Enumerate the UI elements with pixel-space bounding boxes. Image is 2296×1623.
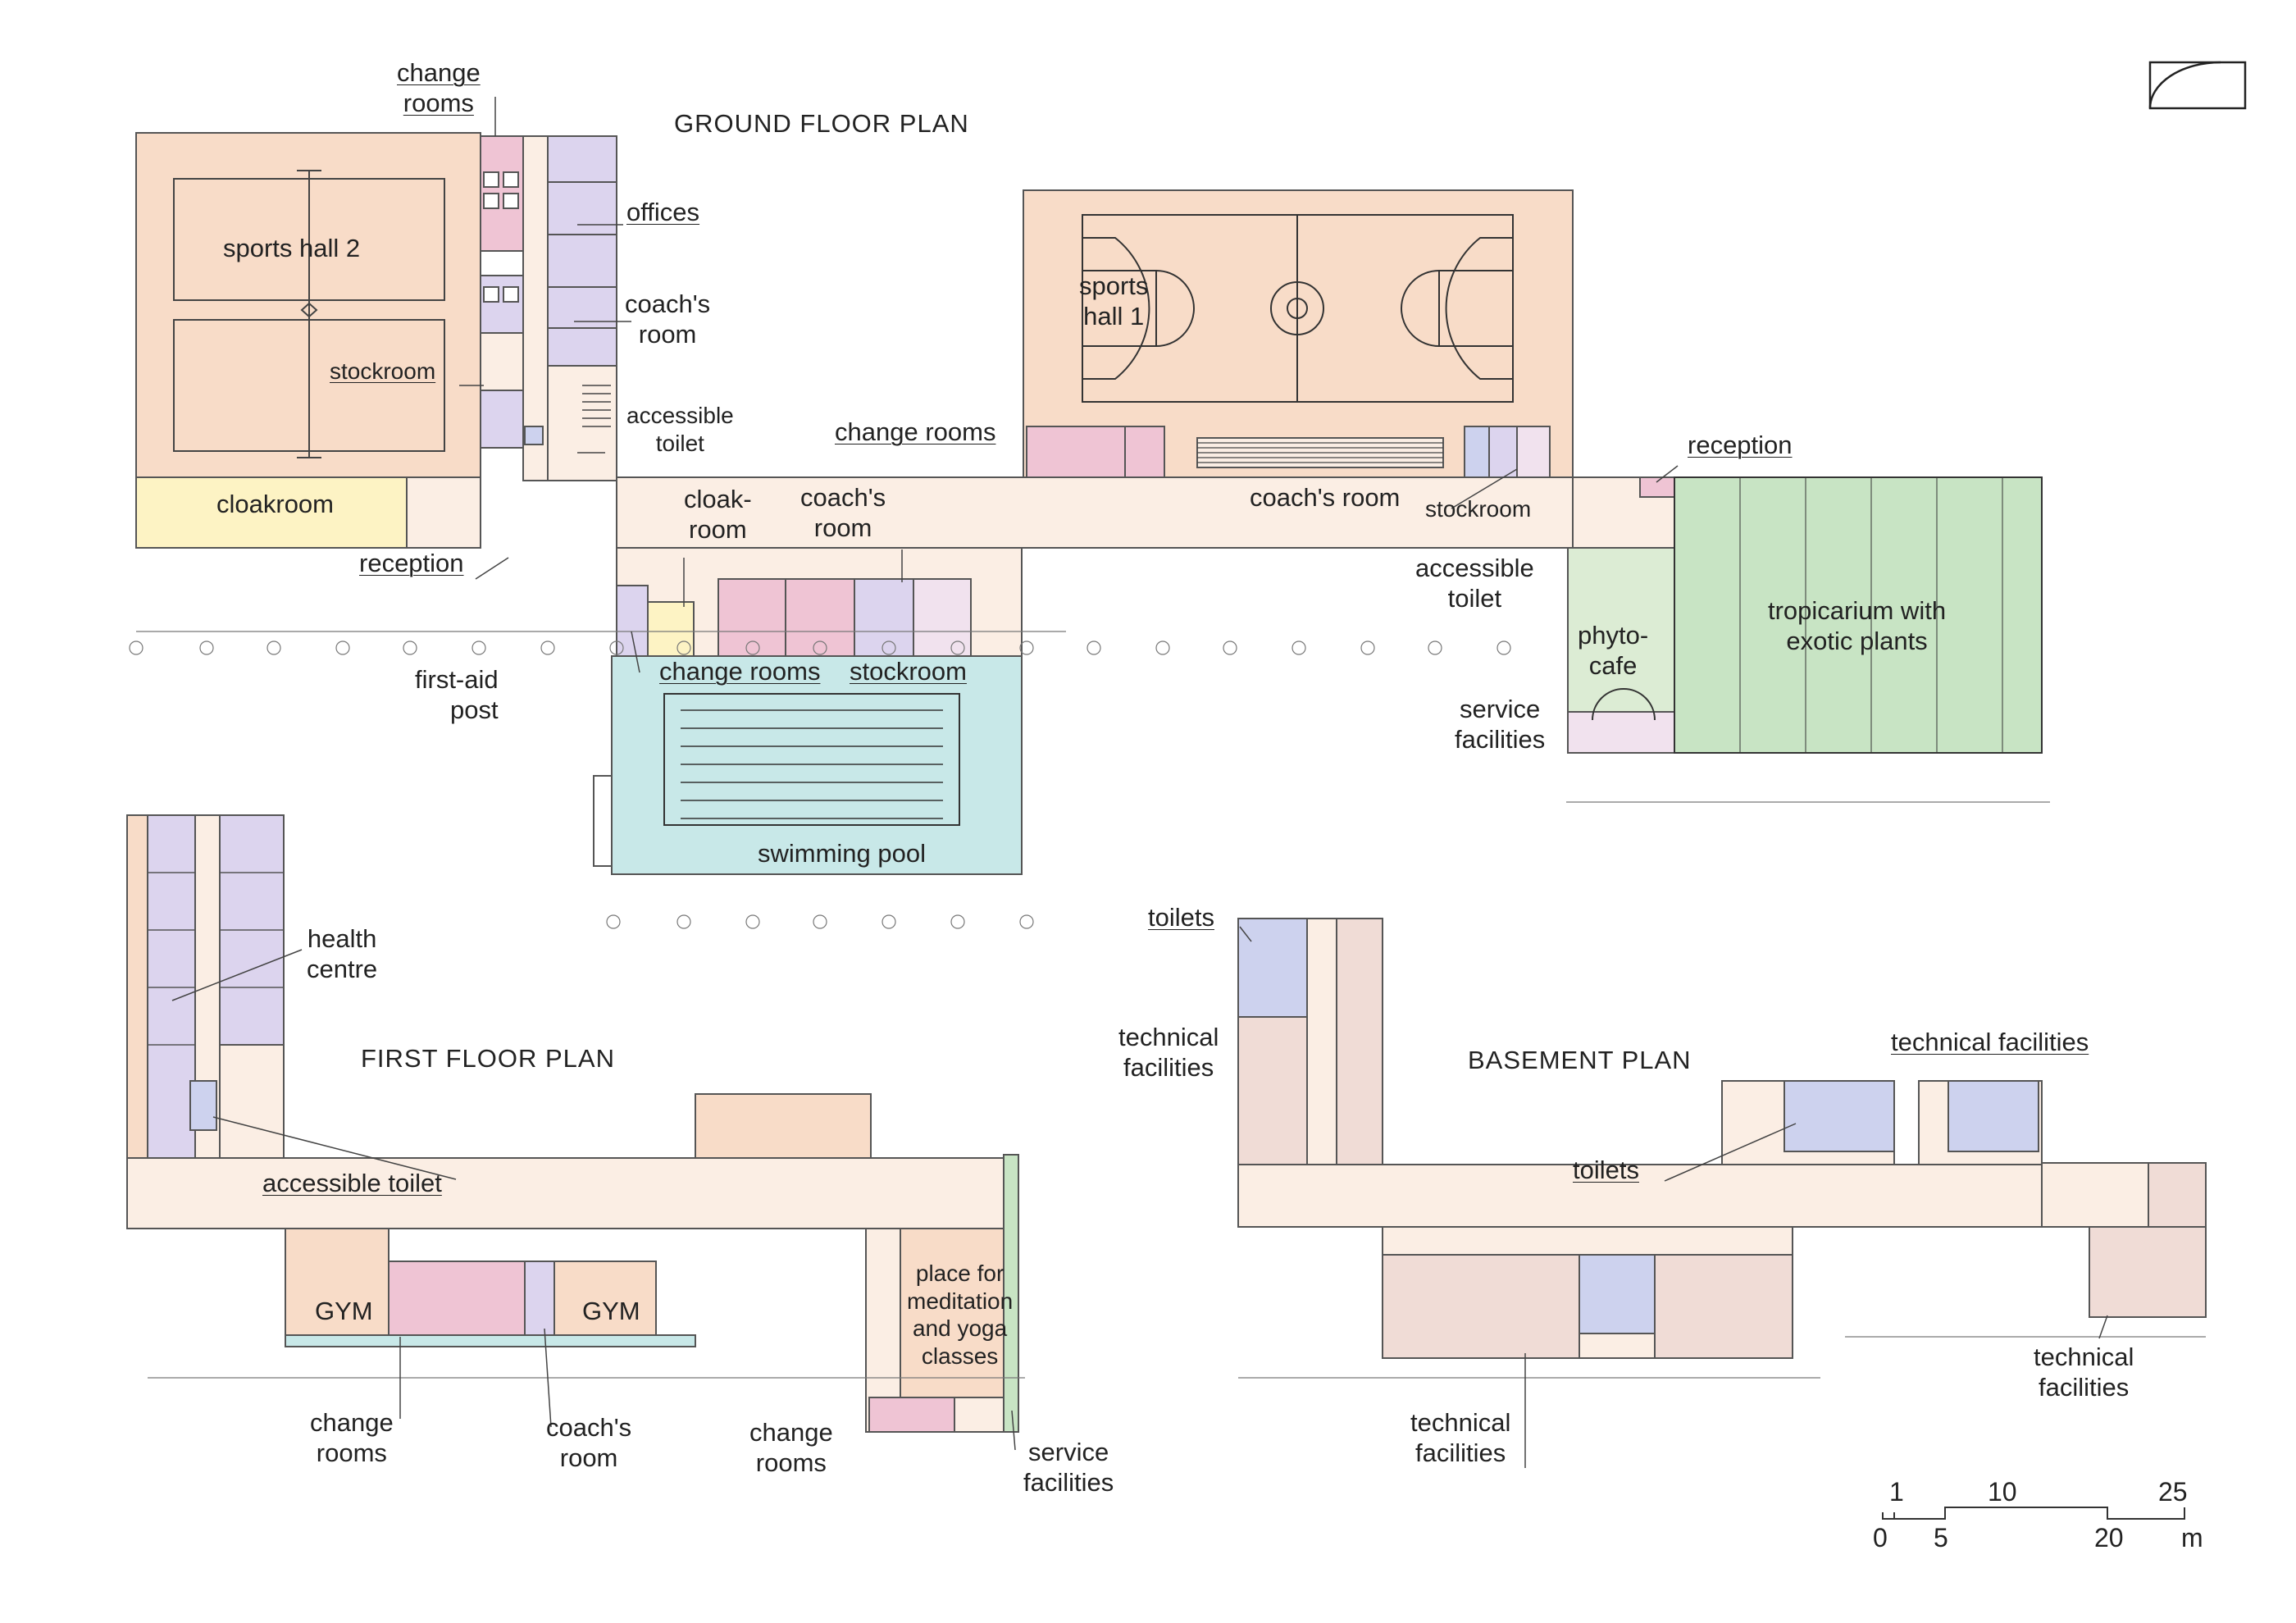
reception-right-area <box>1639 476 1675 498</box>
label-stockroom-hall1: stockroom <box>1425 496 1532 522</box>
first-aid-post-area <box>616 585 649 657</box>
label-change-rooms-hall1: change rooms <box>835 417 996 446</box>
label-reception-left: reception <box>359 549 464 577</box>
label-technical-bottom: technical facilities <box>1410 1408 1511 1468</box>
label-change-rooms-first-right: change rooms <box>749 1418 833 1478</box>
label-sports-hall-2: sports hall 2 <box>223 234 361 262</box>
stockroom-pool-area <box>854 578 914 657</box>
scale-top-25: 25 <box>2158 1477 2188 1507</box>
label-coachs-room-hall1: coach's room <box>1250 483 1401 512</box>
scale-bottom-20: 20 <box>2094 1523 2124 1552</box>
change-rooms-hall1-area <box>1026 426 1126 478</box>
stockroom-left-area <box>480 332 524 391</box>
north-sign-icon <box>2148 61 2247 110</box>
basement-toilets-mid-area <box>1578 1254 1656 1334</box>
label-service-facilities-first: service facilities <box>1023 1438 1114 1498</box>
label-stockroom-pool: stockroom <box>850 657 967 686</box>
label-service-facilities: service facilities <box>1455 695 1546 755</box>
health-centre-area <box>147 814 196 1169</box>
coachs-room-area <box>524 1261 555 1336</box>
first-floor-corridor <box>126 1157 1005 1229</box>
cloak-room-area <box>647 601 695 657</box>
scale-top-1: 1 <box>1889 1477 1904 1507</box>
cloakroom-area <box>135 476 408 549</box>
meditation-area <box>900 1228 1004 1398</box>
label-health-centre: health centre <box>307 924 378 984</box>
label-change-rooms-pool: change rooms <box>659 657 821 686</box>
label-technical-top-right: technical facilities <box>1891 1028 2089 1056</box>
label-technical-left: technical facilities <box>1118 1023 1219 1083</box>
coachs-room-hall1-area <box>1488 426 1518 478</box>
label-cloak-room: cloak- room <box>684 485 752 545</box>
tropicarium-area <box>1674 476 2043 754</box>
scale-unit: m <box>2181 1523 2203 1552</box>
label-tropicarium: tropicarium with exotic plants <box>1768 596 1947 656</box>
service-facilities-first-area <box>1003 1154 1019 1433</box>
basement-technical-top-right-area <box>1784 1080 1895 1152</box>
scale-bottom-5: 5 <box>1934 1523 1948 1552</box>
swimming-pool-lanes <box>663 693 960 826</box>
label-coachs-room-first: coach's room <box>546 1413 632 1473</box>
scale-bottom-0: 0 <box>1873 1523 1888 1552</box>
label-reception-right: reception <box>1688 431 1793 459</box>
label-gym-right: GYM <box>582 1297 640 1325</box>
label-meditation: place for meditation and yoga classes <box>907 1261 1014 1369</box>
label-technical-right: technical facilities <box>2034 1343 2134 1402</box>
phyto-cafe-area <box>1567 547 1675 713</box>
label-coachs-room-left: coach's room <box>625 289 711 349</box>
label-phyto-cafe: phyto- cafe <box>1578 621 1649 681</box>
service-facilities-area <box>1567 711 1675 754</box>
ground-floor-title: GROUND FLOOR PLAN <box>674 109 969 138</box>
change-rooms-right-area <box>868 1397 955 1433</box>
label-first-aid-post: first-aid post <box>415 665 499 725</box>
basement-toilets-top-area <box>1237 918 1308 1018</box>
change-rooms-left-area <box>388 1261 526 1336</box>
basement-technical-right-area <box>2089 1226 2207 1318</box>
label-sports-hall-1: sports hall 1 <box>1079 271 1149 331</box>
basement-title: BASEMENT PLAN <box>1468 1046 1692 1074</box>
reception-left-area <box>406 476 481 549</box>
label-offices: offices <box>626 198 700 226</box>
label-accessible-toilet-first: accessible toilet <box>262 1169 442 1197</box>
label-toilets-mid: toilets <box>1573 1156 1639 1184</box>
scale-top-10: 10 <box>1988 1477 2017 1507</box>
label-swimming-pool: swimming pool <box>758 839 927 868</box>
label-toilets-top: toilets <box>1148 903 1214 932</box>
offices-area <box>547 135 617 367</box>
label-change-rooms-first-left: change rooms <box>310 1408 394 1468</box>
ground-corridor <box>616 476 1675 549</box>
label-coachs-room-mid: coach's room <box>800 483 886 543</box>
label-change-rooms-top: change rooms <box>397 58 481 118</box>
stockroom-hall1-area <box>1516 426 1551 478</box>
scale-bar-graphic <box>1882 1507 2185 1520</box>
basement-technical-bottom-area <box>1382 1254 1580 1359</box>
label-accessible-toilet-right: accessible toilet <box>1415 554 1534 613</box>
label-cloakroom: cloakroom <box>216 490 334 518</box>
first-floor-title: FIRST FLOOR PLAN <box>361 1044 615 1073</box>
label-gym-left: GYM <box>315 1297 373 1325</box>
label-stockroom-left: stockroom <box>330 358 436 384</box>
label-accessible-toilet-left: accessible toilet <box>626 403 734 456</box>
